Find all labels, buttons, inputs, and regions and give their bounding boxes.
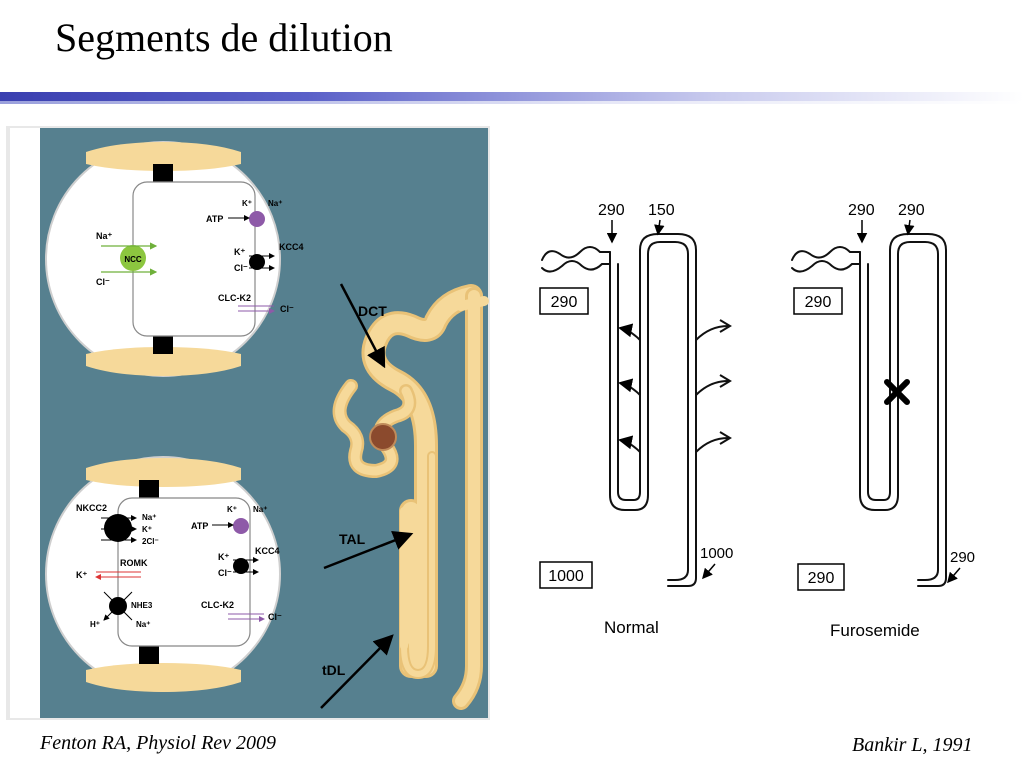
left-citation: Fenton RA, Physiol Rev 2009: [40, 732, 277, 754]
tal-arrow: [323, 531, 414, 570]
furosemide-loop: [791, 233, 947, 587]
furosemide-cortex-value: 290: [805, 294, 832, 311]
title-divider: [0, 92, 1024, 102]
normal-outflow-label: 1000: [700, 545, 733, 562]
pump-na-label: Na⁺: [268, 199, 282, 208]
atp-label: ATP: [206, 214, 223, 224]
tal-label: TAL: [339, 531, 366, 547]
title-divider-shadow: [0, 101, 1024, 104]
nhe3-h-label: H⁺: [90, 620, 100, 629]
furosemide-dct-value: 290: [898, 202, 925, 219]
tal-pump-na-label: Na⁺: [253, 505, 267, 514]
normal-dct-value: 150: [648, 202, 675, 219]
glomerulus: [369, 423, 397, 451]
nkcc2-cl-label: 2Cl⁻: [142, 537, 159, 546]
tal-apical-membrane: [86, 458, 241, 487]
furosemide-medulla-box: [797, 563, 845, 591]
dct-basal-membrane: [86, 347, 241, 376]
ncc-transporter: [120, 245, 146, 271]
ncc-label: NCC: [124, 255, 142, 264]
ncc-na-label: Na⁺: [96, 231, 113, 241]
loop-osmolality-figure: 290 150 290 1000 1000 Normal 290 290 290…: [539, 202, 975, 640]
normal-water-arrows: [618, 319, 732, 453]
tal-atp-label: ATP: [191, 521, 208, 531]
na-k-pump: [249, 211, 265, 227]
normal-caption: Normal: [604, 618, 659, 637]
furosemide-caption: Furosemide: [830, 621, 920, 640]
tal-clck2-cl-label: Cl⁻: [268, 612, 282, 622]
normal-cortex-value: 290: [551, 294, 578, 311]
figure-left-strip: [10, 128, 40, 718]
tdl-label: tDL: [322, 662, 346, 678]
nhe3-na-label: Na⁺: [136, 620, 150, 629]
tal-kcc4-transporter: [233, 558, 249, 574]
normal-loop: [541, 233, 697, 587]
furosemide-outflow-label: 290: [950, 549, 975, 566]
clck2-cl-label: Cl⁻: [280, 304, 294, 314]
normal-inflow-label: 290: [598, 202, 625, 219]
furosemide-block-x-icon: [884, 379, 910, 405]
kcc4-k-label: K⁺: [234, 247, 245, 257]
romk-k-label: K⁺: [76, 570, 87, 580]
tal-kcc4-cl-label: Cl⁻: [218, 568, 232, 578]
tal-pump-k-label: K⁺: [227, 505, 237, 514]
normal-cortex-box: [539, 287, 589, 315]
clck2-label: CLC-K2: [218, 293, 251, 303]
tal-basal-membrane: [86, 663, 241, 692]
tal-clck2-label: CLC-K2: [201, 600, 234, 610]
normal-medulla-value: 1000: [548, 568, 584, 585]
dct-cell-panel: NCC Na⁺ Cl⁻ ATP K⁺ Na⁺ KCC4 K⁺ Cl⁻ CLC-K…: [45, 141, 304, 377]
dct-apical-membrane: [86, 142, 241, 171]
kcc4-cl-label: Cl⁻: [234, 263, 248, 273]
dct-tight-junction-bottom: [153, 336, 173, 354]
tal-kcc4-k-label: K⁺: [218, 552, 229, 562]
kcc4-label: KCC4: [279, 242, 304, 252]
nephron-transport-figure: DCT TAL tDL NCC Na⁺ Cl⁻ ATP K⁺ Na⁺ KCC4 …: [6, 126, 490, 720]
furosemide-cortex-box: [793, 287, 843, 315]
pump-k-label: K⁺: [242, 199, 252, 208]
normal-medulla-box: [539, 561, 593, 589]
furosemide-medulla-value: 290: [808, 570, 835, 587]
dct-label: DCT: [358, 303, 387, 319]
tal-na-k-pump: [233, 518, 249, 534]
nephron-tubule: [332, 284, 489, 710]
romk-label: ROMK: [120, 558, 148, 568]
tal-tight-junction-top: [139, 480, 159, 498]
dct-tight-junction-top: [153, 164, 173, 182]
dct-arrow: [339, 283, 386, 369]
nkcc2-transporter: [104, 514, 132, 542]
nkcc2-k-label: K⁺: [142, 525, 152, 534]
nkcc2-label: NKCC2: [76, 503, 107, 513]
kcc4-transporter: [249, 254, 265, 270]
tal-cell-panel: NKCC2 Na⁺ K⁺ 2Cl⁻ ROMK K⁺ NHE3 H⁺ Na⁺ AT…: [45, 456, 282, 692]
right-citation: Bankir L, 1991: [852, 734, 973, 756]
slide-title: Segments de dilution: [55, 15, 393, 60]
furosemide-inflow-label: 290: [848, 202, 875, 219]
nkcc2-na-label: Na⁺: [142, 513, 156, 522]
tdl-arrow: [320, 634, 394, 709]
tal-tight-junction-bottom: [139, 646, 159, 664]
ncc-cl-label: Cl⁻: [96, 277, 110, 287]
tal-kcc4-label: KCC4: [255, 546, 280, 556]
nhe3-label: NHE3: [131, 601, 153, 610]
